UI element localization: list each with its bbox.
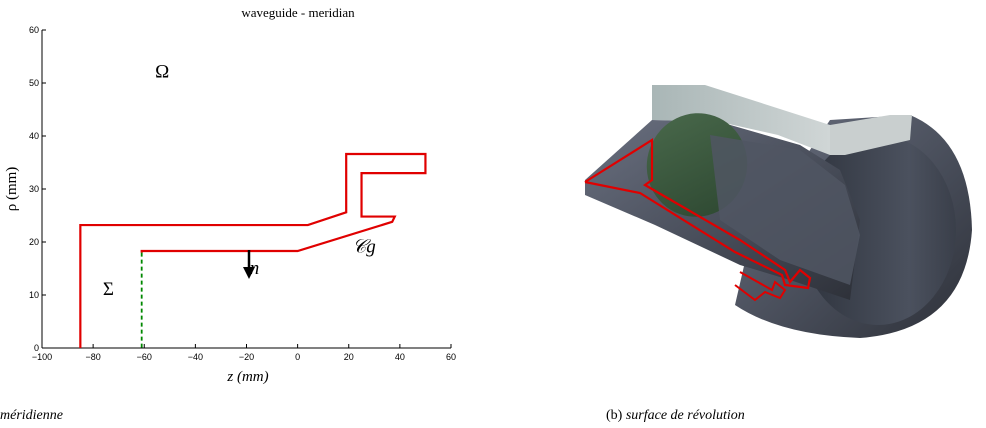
x-tick-label: −100	[32, 352, 52, 362]
annotation-layer: Ω Σn⃗ 𝒞g	[103, 62, 376, 300]
boundary-cg-line	[79, 152, 427, 348]
x-tick-label: 20	[344, 352, 354, 362]
x-tick-label: −60	[137, 352, 152, 362]
revolution-surface-svg	[584, 85, 972, 338]
x-tick-label: 40	[395, 352, 405, 362]
plot-area-frame	[42, 30, 451, 348]
red-cut-outline	[584, 138, 812, 290]
series-layer	[79, 152, 427, 348]
inner-bore	[710, 135, 860, 285]
x-ticks: −100 −80 −60 −40 −20 0 20 40 60	[32, 344, 456, 362]
revolution-surface-render	[560, 60, 980, 360]
meridian-chart-svg: waveguide - meridian −100 −80 −60 −40 −20 0 20…	[4, 5, 456, 385]
x-axis-label: z (mm)	[226, 369, 268, 385]
caption-b-label: (b)	[606, 408, 623, 423]
x-tick-label: −20	[239, 352, 254, 362]
y-tick-label: 30	[29, 184, 39, 194]
y-tick-label: 40	[29, 131, 39, 141]
caption-a-text: méridienne	[0, 408, 63, 423]
annotation-label: n⃗	[250, 258, 274, 279]
annotation-label: Ω	[155, 62, 169, 83]
caption-a: méridienne	[0, 408, 63, 424]
cut-block-top	[652, 85, 830, 155]
meridian-chart: waveguide - meridian −100 −80 −60 −40 −20 0 20…	[0, 0, 470, 428]
annotation-label: Σ	[103, 279, 114, 300]
x-tick-label: −80	[85, 352, 100, 362]
y-tick-label: 20	[29, 237, 39, 247]
caption-b: (b) surface de révolution	[606, 408, 745, 424]
red-cut-outline-b	[734, 271, 787, 302]
y-tick-label: 50	[29, 78, 39, 88]
y-tick-label: 10	[29, 290, 39, 300]
y-tick-label: 60	[29, 25, 39, 35]
x-tick-label: 0	[295, 352, 300, 362]
cut-block-top-right	[830, 115, 912, 155]
normal-arrow	[243, 250, 255, 279]
annotation-label: 𝒞g	[352, 237, 375, 258]
caption-b-text: surface de révolution	[625, 408, 745, 423]
y-axis-label: ρ (mm)	[4, 167, 20, 212]
x-tick-label: 60	[446, 352, 456, 362]
y-tick-label: 0	[34, 343, 39, 353]
chart-title: waveguide - meridian	[241, 5, 355, 20]
y-ticks: 0 10 20 30 40 50 60	[29, 25, 46, 353]
x-tick-label: −40	[188, 352, 203, 362]
